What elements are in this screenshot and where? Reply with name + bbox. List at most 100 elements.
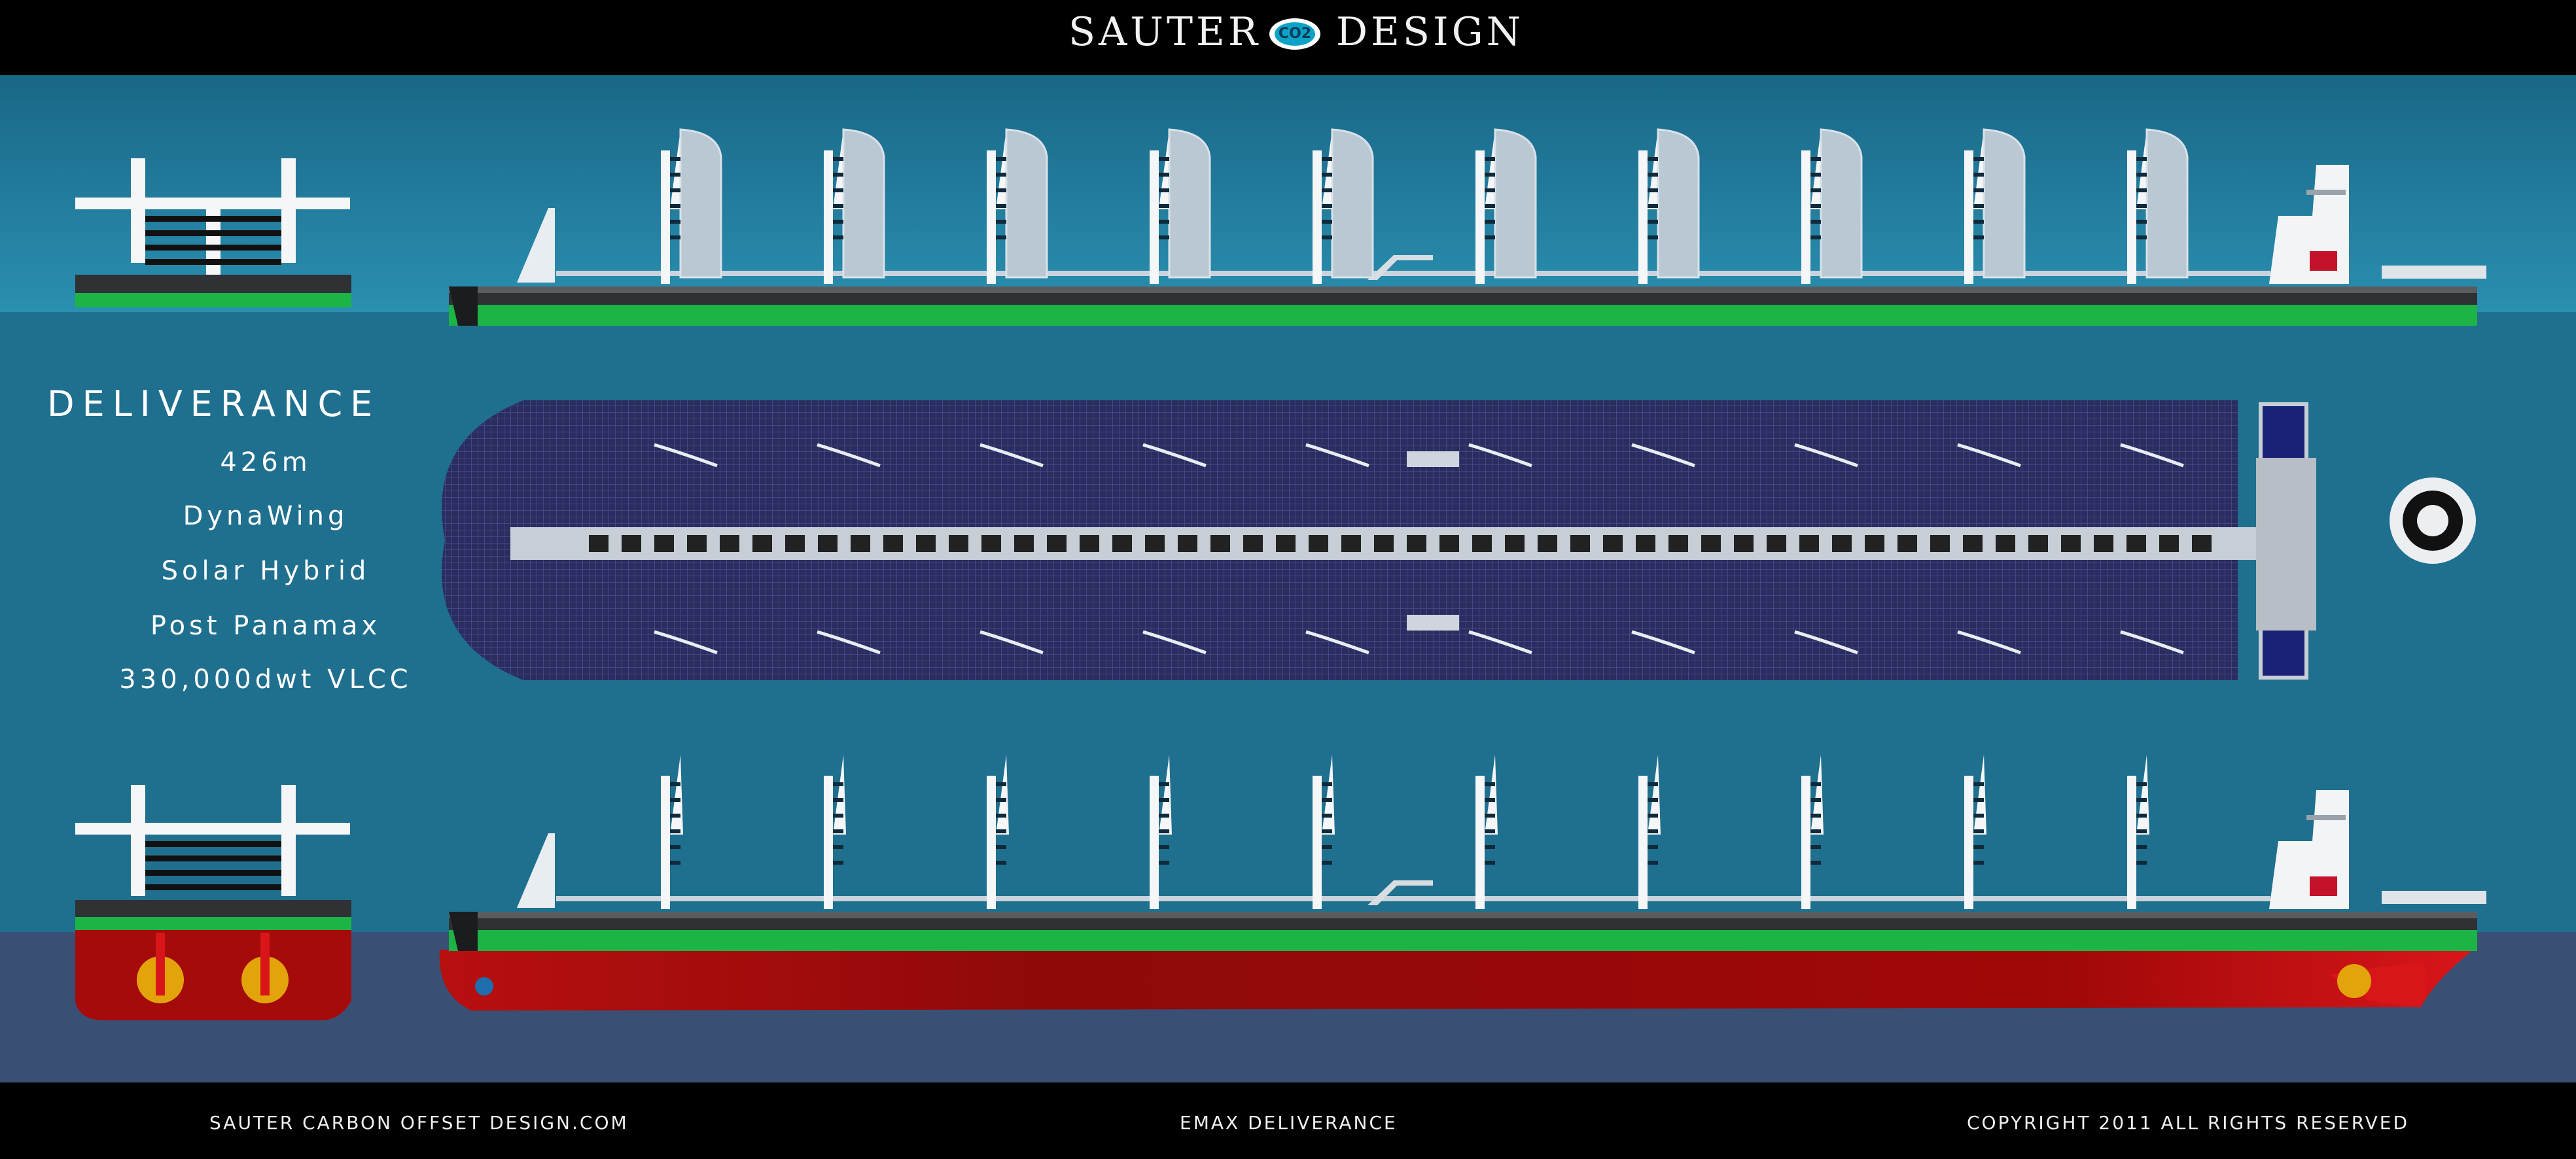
deck-plan-wing-upper	[1142, 443, 1207, 468]
deck-plan-catwalk-segment	[1014, 535, 1034, 552]
wing-sail-rib	[1159, 157, 1169, 161]
wing-sail-rib	[1648, 861, 1658, 865]
wing-sail-post	[2127, 150, 2136, 284]
wing-sail-rib	[2136, 188, 2147, 192]
wing-sail-rib	[2136, 829, 2147, 833]
hull-green-band	[449, 305, 2477, 326]
wing-sail-rib	[996, 845, 1006, 849]
wing-sail-rib	[2136, 173, 2147, 177]
wing-sail-rib	[670, 782, 680, 786]
deck-plan-catwalk-segment	[1701, 535, 1721, 552]
deck-plan-wing-upper	[817, 443, 881, 468]
wing-sail-rib	[1159, 204, 1169, 208]
wing-sail-post	[2127, 776, 2136, 909]
deck-plan-catwalk-segment	[1603, 535, 1623, 552]
propeller-icon	[2337, 964, 2371, 998]
wing-sail-rib	[1485, 814, 1495, 818]
brand-left-word: SAUTER	[1068, 9, 1261, 55]
wing-sail-rib	[833, 782, 843, 786]
brand-right-word: DESIGN	[1336, 9, 1525, 55]
wing-sail-post	[1801, 150, 1810, 284]
wing-sail-post	[1801, 776, 1810, 909]
wing-sail-panel	[842, 128, 885, 279]
stern-fittings	[2382, 891, 2486, 904]
wing-sail-post	[1638, 776, 1648, 909]
wing-sail-rib	[1810, 861, 1821, 865]
wing-sail-rib	[670, 814, 680, 818]
wing-sail-rib	[833, 188, 843, 192]
wing-sail-rib	[833, 845, 843, 849]
stern-view-rail	[145, 230, 281, 236]
wing-sail-post	[824, 150, 833, 284]
co2-badge-text: CO2	[1275, 22, 1315, 46]
deck-plan-catwalk-segment	[1145, 535, 1165, 552]
wing-sail-rib	[996, 814, 1006, 818]
wing-sail-rib	[1485, 188, 1495, 192]
wing-sail-rib	[1810, 845, 1821, 849]
wing-sail-rib	[1648, 798, 1658, 802]
wing-sail-rib	[670, 798, 680, 802]
stern-view-rail	[145, 216, 281, 222]
wing-sail-rib	[1973, 220, 1984, 224]
wing-sail-rib	[1322, 188, 1332, 192]
wing-sail-rib	[1322, 220, 1332, 224]
wing-sail-panel	[2145, 128, 2189, 279]
deck-plan-catwalk-segment	[2094, 535, 2113, 552]
wing-sail-rib	[2136, 157, 2147, 161]
wing-sail-rib	[670, 188, 680, 192]
deck-plan-catwalk-segment	[687, 535, 707, 552]
wing-sail-rib	[1485, 845, 1495, 849]
wing-sail-rib	[1648, 173, 1658, 177]
wing-sail-post	[1964, 776, 1973, 909]
wing-sail-rib	[1485, 157, 1495, 161]
wing-sail-rib	[1485, 204, 1495, 208]
footer-model-name: EMAX DELIVERANCE	[1180, 1112, 1398, 1133]
wing-sail-rib	[1810, 814, 1821, 818]
deck-plan-catwalk-segment	[622, 535, 641, 552]
deck-plan-catwalk-segment	[1047, 535, 1067, 552]
deck-plan-catwalk-segment	[1734, 535, 1754, 552]
wing-sail-rib	[670, 173, 680, 177]
deck-plan-catwalk-segment	[1080, 535, 1099, 552]
deck-plan-catwalk-segment	[1930, 535, 1950, 552]
stern-view-lower-rail	[145, 856, 281, 861]
stern-view-post-left	[131, 158, 145, 263]
wing-sail-rib	[996, 157, 1006, 161]
hull-green-band	[449, 930, 2477, 951]
wing-sail-rib	[1322, 157, 1332, 161]
wing-sail-rib	[1810, 220, 1821, 224]
deck-plan-catwalk-segment	[1407, 535, 1426, 552]
wing-sail-rib	[1648, 220, 1658, 224]
deck-plan-wing-lower	[979, 630, 1044, 655]
wing-sail-rib	[1322, 235, 1332, 239]
deck-plan-catwalk-segment	[654, 535, 674, 552]
deck-plan-catwalk-segment	[1636, 535, 1655, 552]
wing-sail-rib	[833, 173, 843, 177]
wing-sail-post	[987, 150, 996, 284]
stern-view-rail	[145, 245, 281, 251]
deck-plan-crane-upper	[1407, 451, 1459, 467]
bottom-band	[0, 1082, 2576, 1159]
wing-sail-rib	[2136, 845, 2147, 849]
wing-sail-rib	[1159, 845, 1169, 849]
wing-sail-rib	[1810, 157, 1821, 161]
deck-plan-catwalk-segment	[2159, 535, 2179, 552]
wing-sail-rib	[1159, 188, 1169, 192]
wing-sail-rib	[996, 188, 1006, 192]
wing-sail-rib	[833, 235, 843, 239]
wing-sail-rib	[1159, 782, 1169, 786]
wing-sail-rib	[1810, 235, 1821, 239]
deck-plan-wing-lower	[1794, 630, 1858, 655]
wing-sail-rib	[670, 204, 680, 208]
wing-sail-rib	[670, 829, 680, 833]
wing-sail-post	[1150, 776, 1159, 909]
wing-sail-rib	[996, 829, 1006, 833]
wing-sail-panel	[1494, 128, 1537, 279]
wing-sail-rib	[1648, 235, 1658, 239]
wing-sail-rib	[1648, 782, 1658, 786]
deck-plan-catwalk-segment	[1865, 535, 1884, 552]
deck-plan-catwalk-segment	[818, 535, 838, 552]
wing-sail-rib	[1973, 235, 1984, 239]
wing-sail-rib	[1485, 861, 1495, 865]
